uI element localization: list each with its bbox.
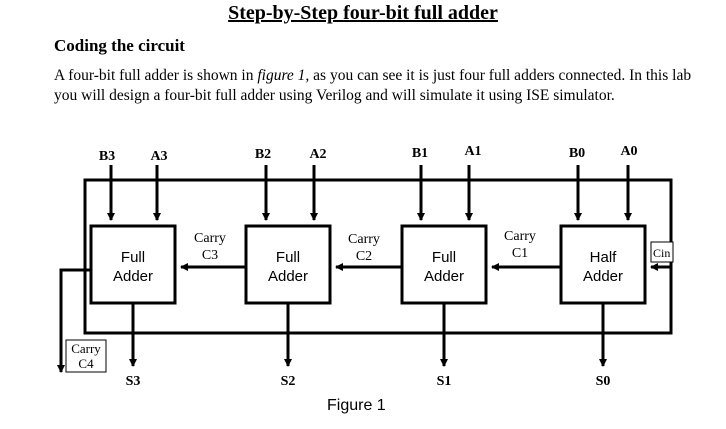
- output-label-s0: S0: [596, 374, 611, 389]
- output-label-s2: S2: [281, 374, 296, 389]
- paragraph-text-2: as you can see it is just four full adde…: [54, 67, 692, 104]
- input-label-b3: B3: [99, 149, 115, 164]
- carry-in-label: Cin: [653, 246, 670, 260]
- input-label-b2: B2: [255, 147, 271, 162]
- section-heading: Coding the circuit: [54, 36, 185, 55]
- adder-block-2: [244, 224, 332, 305]
- figure-reference: figure 1,: [257, 67, 310, 84]
- paragraph-text-1: A four-bit full adder is shown in: [54, 67, 258, 84]
- input-label-a2: A2: [309, 147, 326, 162]
- input-label-a1: A1: [464, 144, 481, 159]
- block-1-label-2: Adder: [424, 268, 464, 285]
- input-label-a0: A0: [620, 144, 637, 159]
- adder-block-3: [89, 224, 177, 305]
- output-label-s1: S1: [437, 374, 452, 389]
- adder-block-1: [400, 224, 488, 305]
- figure-caption: Figure 1: [327, 397, 386, 414]
- input-label-a3: A3: [150, 149, 167, 164]
- carry-c3-label-2: C3: [202, 248, 218, 263]
- carry-in-box: [650, 241, 674, 263]
- carry-out-arrow: [57, 268, 91, 373]
- carry-out-label-1: Carry: [71, 341, 101, 356]
- document-title: Step-by-Step four-bit full adder: [228, 2, 498, 24]
- output-label-s3: S3: [126, 374, 141, 389]
- carry-c1-label-1: Carry: [504, 229, 536, 244]
- body-paragraph: A four-bit full adder is shown in figure…: [54, 66, 694, 106]
- block-3-label-1: Full: [121, 249, 145, 266]
- block-3-label-2: Adder: [113, 268, 153, 285]
- block-1-label-1: Full: [432, 249, 456, 266]
- carry-c1-label-2: C1: [512, 246, 528, 261]
- carry-out-box: [65, 339, 107, 373]
- carry-c2-label-2: C2: [356, 249, 372, 264]
- block-0-label-2: Adder: [583, 268, 623, 285]
- carry-c2-label-1: Carry: [348, 232, 380, 247]
- carry-out-label-2: C4: [78, 356, 94, 371]
- carry-c3-label-1: Carry: [194, 231, 226, 246]
- input-label-b1: B1: [412, 146, 428, 161]
- input-label-b0: B0: [569, 146, 585, 161]
- block-2-label-2: Adder: [268, 268, 308, 285]
- block-0-label-1: Half: [590, 249, 618, 266]
- block-2-label-1: Full: [276, 249, 300, 266]
